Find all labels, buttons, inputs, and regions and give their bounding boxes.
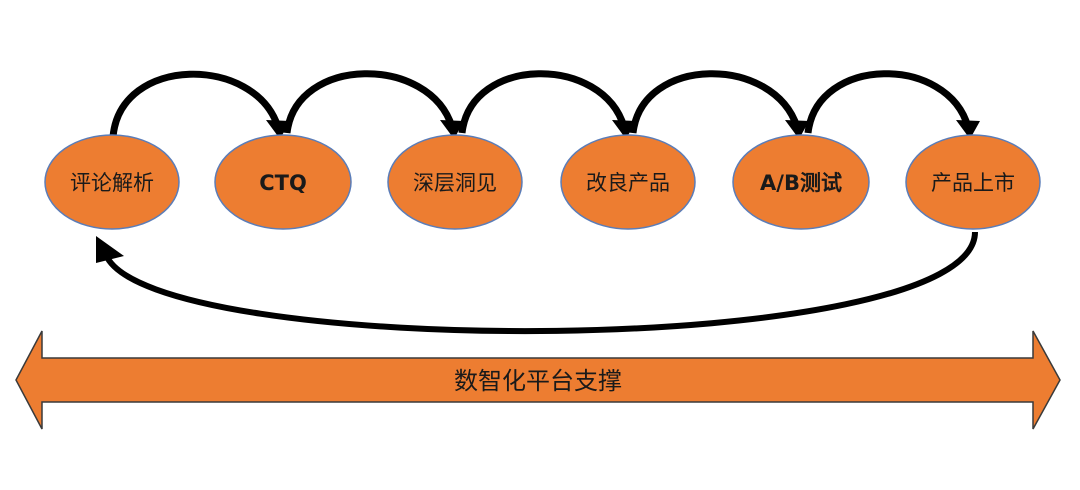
stage-node-review-analysis: 评论解析	[44, 134, 180, 230]
connector-arrow-4	[629, 70, 801, 134]
connector-arrow-5	[804, 70, 972, 134]
stage-node-ab-test: A/B测试	[732, 134, 870, 230]
stage-node-product-improvement: 改良产品	[560, 134, 696, 230]
connector-arrowhead-2	[440, 120, 464, 139]
platform-double-arrow	[15, 330, 1061, 430]
stage-node-deep-insight: 深层洞见	[387, 134, 523, 230]
stage-label-ab-test: A/B测试	[760, 171, 842, 195]
connector-arrowhead-1	[266, 120, 290, 139]
stage-label-product-improvement: 改良产品	[586, 171, 670, 195]
stage-label-product-launch: 产品上市	[931, 171, 1015, 195]
platform-label: 数智化平台支撑	[454, 367, 622, 395]
feedback-arrowhead	[96, 236, 124, 263]
stage-connectors	[109, 70, 980, 139]
stage-node-ctq: CTQ	[214, 134, 352, 230]
feedback-loop	[96, 231, 978, 335]
connector-arrowhead-3	[612, 120, 636, 139]
connector-arrow-1	[109, 70, 282, 138]
platform-banner: 数智化平台支撑	[15, 330, 1061, 430]
feedback-arrow-body	[103, 231, 978, 335]
stage-label-ctq: CTQ	[259, 171, 307, 195]
stage-nodes: 评论解析 CTQ 深层洞见 改良产品 A/B测试 产品上市	[44, 134, 1041, 230]
stage-label-review-analysis: 评论解析	[70, 171, 154, 195]
connector-arrow-2	[283, 70, 456, 134]
stage-node-product-launch: 产品上市	[905, 134, 1041, 230]
connector-arrowhead-4	[785, 120, 809, 139]
stage-label-deep-insight: 深层洞见	[413, 171, 497, 195]
connector-arrow-3	[458, 70, 628, 134]
connector-arrowhead-5	[956, 120, 980, 139]
